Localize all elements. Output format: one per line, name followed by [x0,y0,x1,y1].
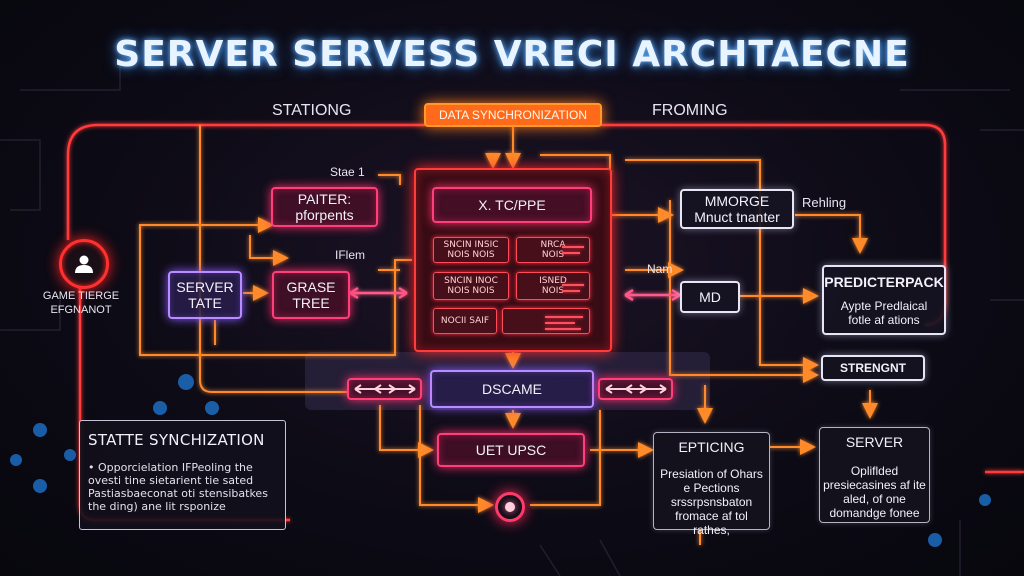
grase-tree-l1: GRASE [286,279,336,295]
core-stripe [562,246,584,248]
label-stationg: STATIONG [272,102,352,119]
core-header-label: X. TC/PPE [478,197,546,213]
server-tate-box[interactable]: SERVER TATE [168,271,242,319]
label-game-client: GAME TIERGE EFGNANOT [42,290,120,316]
painter-box[interactable]: PAITER: pforpents [271,187,378,227]
md-box[interactable]: MD [680,281,740,313]
predicterpack-title: PREDICTERPACK [824,274,944,290]
server-title: SERVER [845,434,904,450]
painter-subtitle: pforpents [295,207,354,223]
diagram-title: SERVER SERVESS VRECI ARCHTAECNE [114,34,910,75]
core-stripe [562,252,580,254]
state-sync-title: STATTE SYNCHIZATION [88,431,265,449]
core-stripe [545,328,581,330]
sync-node-icon[interactable] [495,492,525,522]
uet-upsc-box[interactable]: UET UPSC [437,433,585,467]
mmorge-title: MMORGE [704,193,770,209]
state-sync-body: • Opporcielation IFPeoling the ovesti ti… [88,461,268,513]
mmorge-subtitle: Mnuct tnanter [694,209,780,225]
server-desc: Opliflded presiecasines af ite aled, of … [823,464,926,520]
md-label: MD [699,289,721,305]
data-sync-label: DATA SYNCHRONIZATION [438,108,587,122]
epticing-box[interactable]: EPTICING Presiation of Ohars e Pections … [653,432,770,537]
server-tate-l1: SERVER [176,279,234,295]
core-stripe [545,316,583,318]
server-tate-l2: TATE [188,295,222,311]
users-icon [59,239,109,289]
core-stripe [562,284,584,286]
dscame-box[interactable]: DSCAME [430,370,594,408]
predicterpack-desc: Aypte Predlaical fotle af ations [840,299,928,327]
label-iflem: IFlem [335,248,365,262]
data-sync-box[interactable]: DATA SYNCHRONIZATION [424,103,602,127]
double-arrow-icon [353,384,416,394]
dscame-right-arrows [598,378,673,400]
strengnt-label: STRENGNT [840,361,906,375]
core-cell-6 [502,308,590,334]
label-rehling: Rehling [802,195,847,210]
uet-upsc-label: UET UPSC [475,442,547,458]
label-froming: FROMING [652,102,728,119]
mmorge-box[interactable]: MMORGE Mnuct tnanter [680,189,794,229]
background-dots [10,374,991,547]
core-stripe [562,290,580,292]
grase-tree-l2: TREE [292,295,330,311]
label-stage: Stae 1 [330,165,365,179]
double-arrow-icon [604,384,667,394]
core-header-box[interactable]: X. TC/PPE [432,187,592,223]
dscame-label: DSCAME [482,381,542,397]
state-sync-panel: STATTE SYNCHIZATION • Opporcielation IFP… [79,420,286,530]
server-box[interactable]: SERVER Opliflded presiecasines af ite al… [819,427,930,523]
label-nam: Nam [647,262,673,276]
predicterpack-box[interactable]: PREDICTERPACK Aypte Predlaical fotle af … [822,265,946,335]
epticing-desc: Presiation of Ohars e Pections srssrpsns… [660,467,763,537]
core-stripe [545,322,575,324]
epticing-title: EPTICING [678,439,745,455]
painter-title: PAITER: [297,191,352,207]
grase-tree-box[interactable]: GRASE TREE [272,271,350,319]
core-cell-5[interactable]: NOCII SAIF [433,308,497,334]
dscame-left-arrows [347,378,422,400]
strengnt-box[interactable]: STRENGNT [821,355,925,381]
